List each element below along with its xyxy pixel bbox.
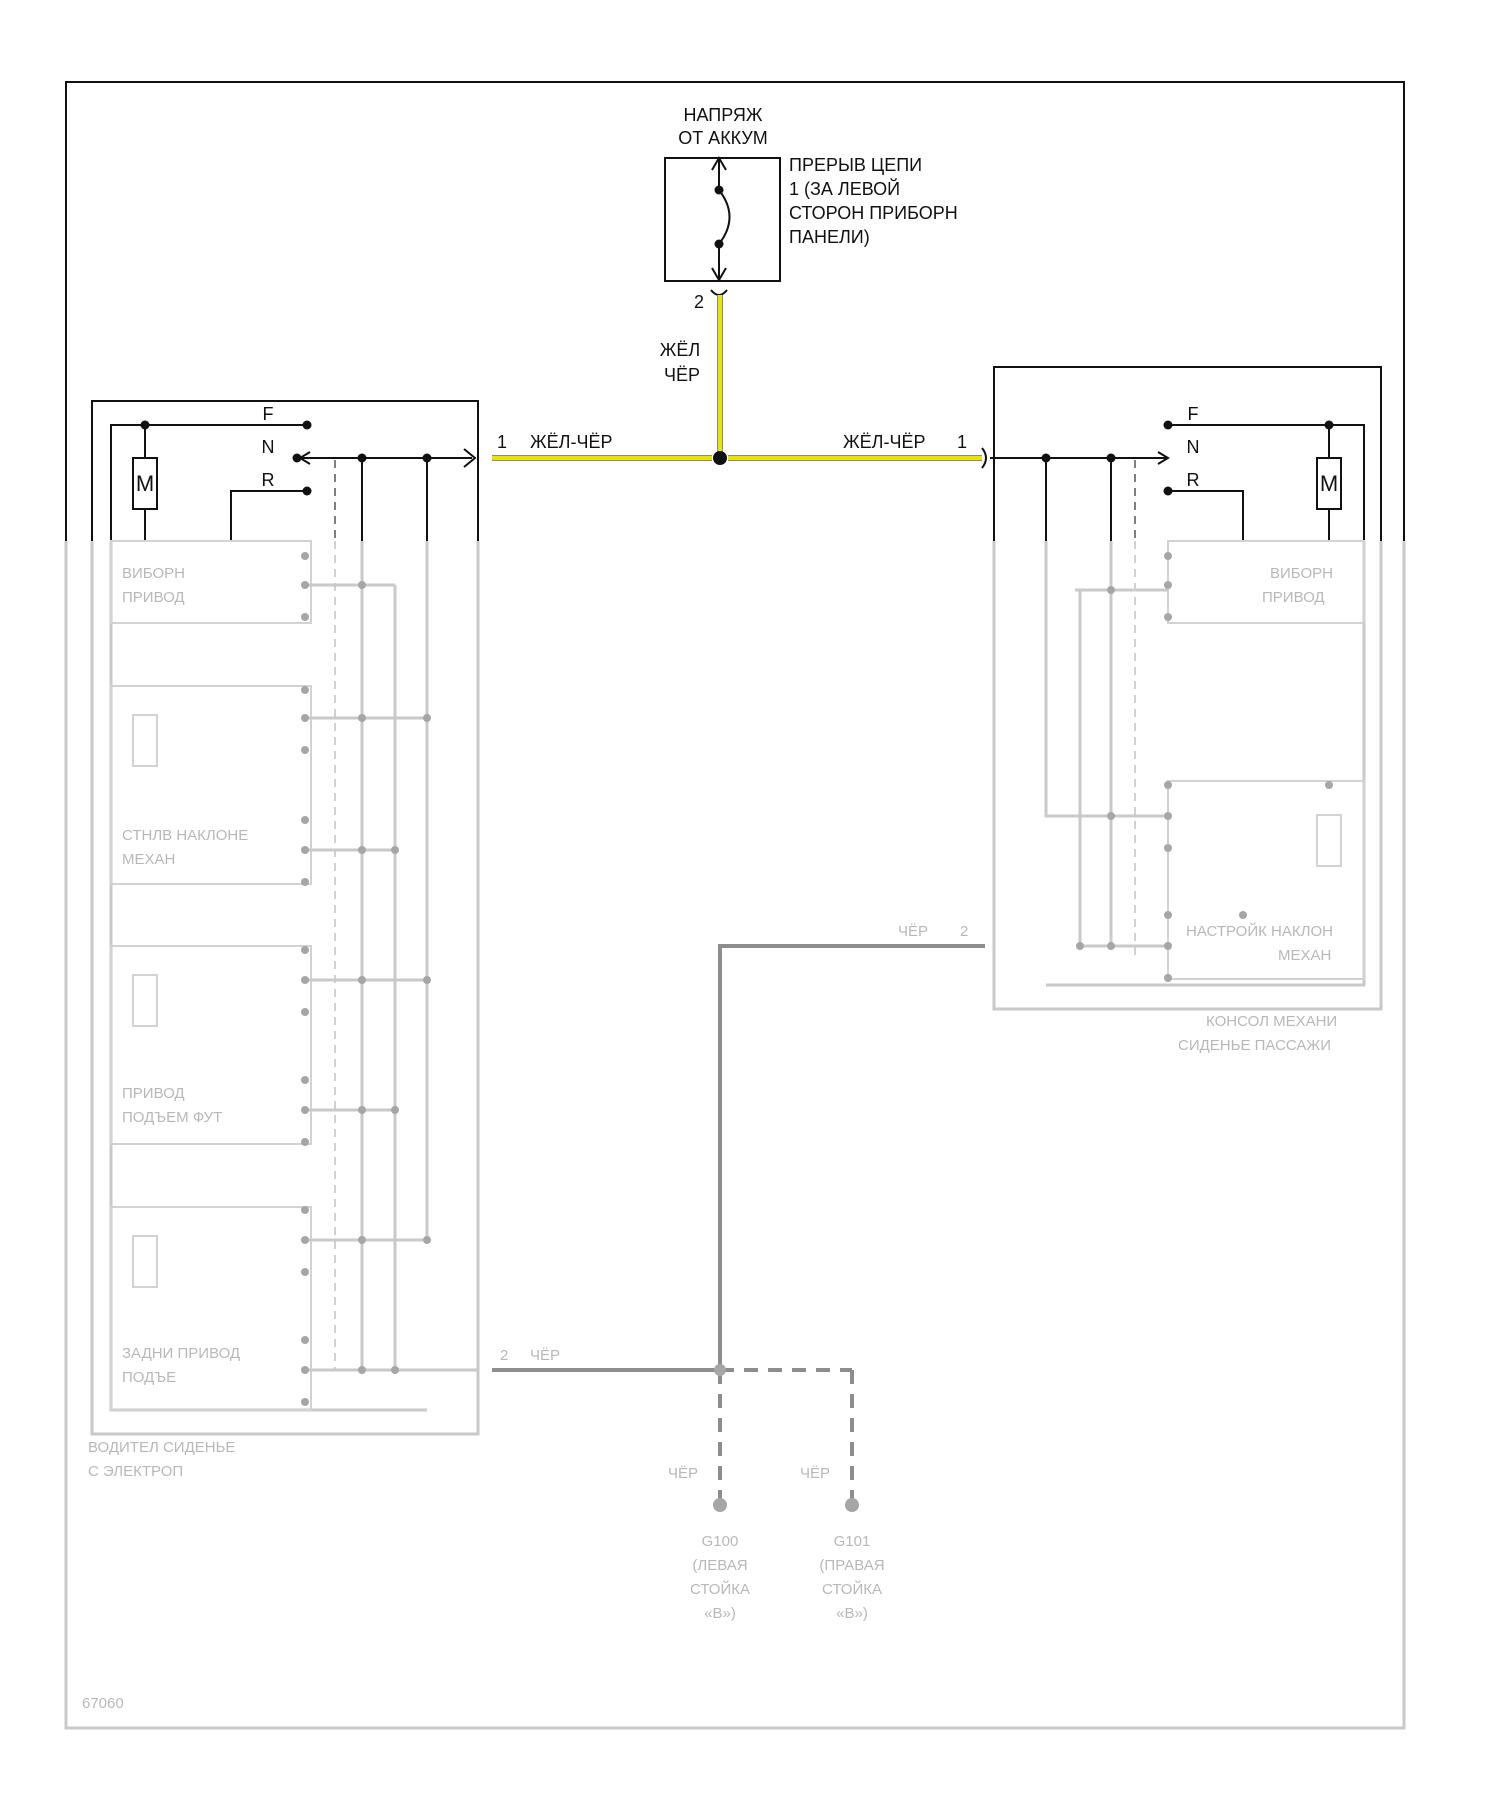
svg-text:«В»): «В») [836, 1605, 868, 1622]
left-motor-label: M [136, 471, 154, 496]
svg-text:2: 2 [960, 923, 968, 940]
svg-text:(ПРАВАЯ: (ПРАВАЯ [819, 1557, 884, 1574]
breaker-label-line3: СТОРОН ПРИБОРН [789, 203, 958, 223]
faded-lower-area: ВИБОРН ПРИВОД СТНЛВ НАКЛОНЕ МЕХАН ПРИВОД… [82, 541, 1381, 1712]
left-switch-n: N [262, 437, 275, 457]
right-switch-f: F [1188, 404, 1199, 424]
svg-text:ЧЁР: ЧЁР [668, 1465, 698, 1482]
svg-text:ЧЁР: ЧЁР [530, 1347, 560, 1364]
svg-text:67060: 67060 [82, 1695, 124, 1712]
svg-text:С ЭЛЕКТРОП: С ЭЛЕКТРОП [88, 1463, 183, 1480]
right-switch-n: N [1187, 437, 1200, 457]
svg-text:СТНЛВ НАКЛОНЕ: СТНЛВ НАКЛОНЕ [122, 827, 248, 844]
vertical-wire-color1: ЖЁЛ [660, 340, 700, 360]
svg-text:МЕХАН: МЕХАН [1278, 947, 1331, 964]
svg-text:СТОЙКА: СТОЙКА [822, 1580, 882, 1598]
breaker-label-line4: ПАНЕЛИ) [789, 227, 870, 247]
right-seat-module [982, 367, 1381, 541]
svg-text:СТОЙКА: СТОЙКА [690, 1580, 750, 1598]
power-label-line1: НАПРЯЖ [684, 105, 763, 125]
breaker-connector-icon [711, 290, 727, 295]
right-switch-r: R [1187, 470, 1200, 490]
svg-text:(ЛЕВАЯ: (ЛЕВАЯ [692, 1557, 747, 1574]
svg-text:ПРИВОД: ПРИВОД [122, 589, 185, 606]
splice-junction [713, 451, 727, 465]
svg-text:ПРИВОД: ПРИВОД [1262, 589, 1325, 606]
svg-text:ПОДЪЕ: ПОДЪЕ [122, 1369, 176, 1386]
breaker-label-line1: ПРЕРЫВ ЦЕПИ [789, 155, 922, 175]
right-connector-wire: ЖЁЛ-ЧЁР [843, 432, 925, 452]
svg-text:G100: G100 [702, 1533, 739, 1550]
svg-text:«В»): «В») [704, 1605, 736, 1622]
svg-text:ЧЁР: ЧЁР [898, 923, 928, 940]
svg-text:ПОДЪЕМ ФУТ: ПОДЪЕМ ФУТ [122, 1109, 222, 1126]
breaker-label-line2: 1 (ЗА ЛЕВОЙ [789, 178, 900, 199]
svg-text:ПРИВОД: ПРИВОД [122, 1085, 185, 1102]
left-connector-wire: ЖЁЛ-ЧЁР [530, 432, 612, 452]
svg-text:СИДЕНЬЕ ПАССАЖИ: СИДЕНЬЕ ПАССАЖИ [1178, 1037, 1331, 1054]
svg-text:НАСТРОЙК НАКЛОН: НАСТРОЙК НАКЛОН [1186, 922, 1333, 940]
svg-text:ВИБОРН: ВИБОРН [1270, 565, 1333, 582]
circuit-breaker [665, 158, 780, 281]
left-switch-f: F [263, 404, 274, 424]
svg-text:ЧЁР: ЧЁР [800, 1465, 830, 1482]
left-connector-pin: 1 [497, 432, 507, 452]
svg-text:КОНСОЛ МЕХАНИ: КОНСОЛ МЕХАНИ [1206, 1013, 1337, 1030]
vertical-wire-color2: ЧЁР [664, 365, 700, 385]
svg-text:ВОДИТЕЛ СИДЕНЬЕ: ВОДИТЕЛ СИДЕНЬЕ [88, 1439, 235, 1456]
left-switch-r: R [262, 470, 275, 490]
right-connector-pin: 1 [957, 432, 967, 452]
svg-text:2: 2 [500, 1347, 508, 1364]
svg-text:G101: G101 [834, 1533, 871, 1550]
svg-text:МЕХАН: МЕХАН [122, 851, 175, 868]
svg-text:ВИБОРН: ВИБОРН [122, 565, 185, 582]
right-motor-label: M [1320, 471, 1338, 496]
svg-text:ЗАДНИ ПРИВОД: ЗАДНИ ПРИВОД [122, 1345, 240, 1362]
power-label-line2: ОТ АККУМ [678, 128, 768, 148]
breaker-pin: 2 [694, 292, 704, 312]
